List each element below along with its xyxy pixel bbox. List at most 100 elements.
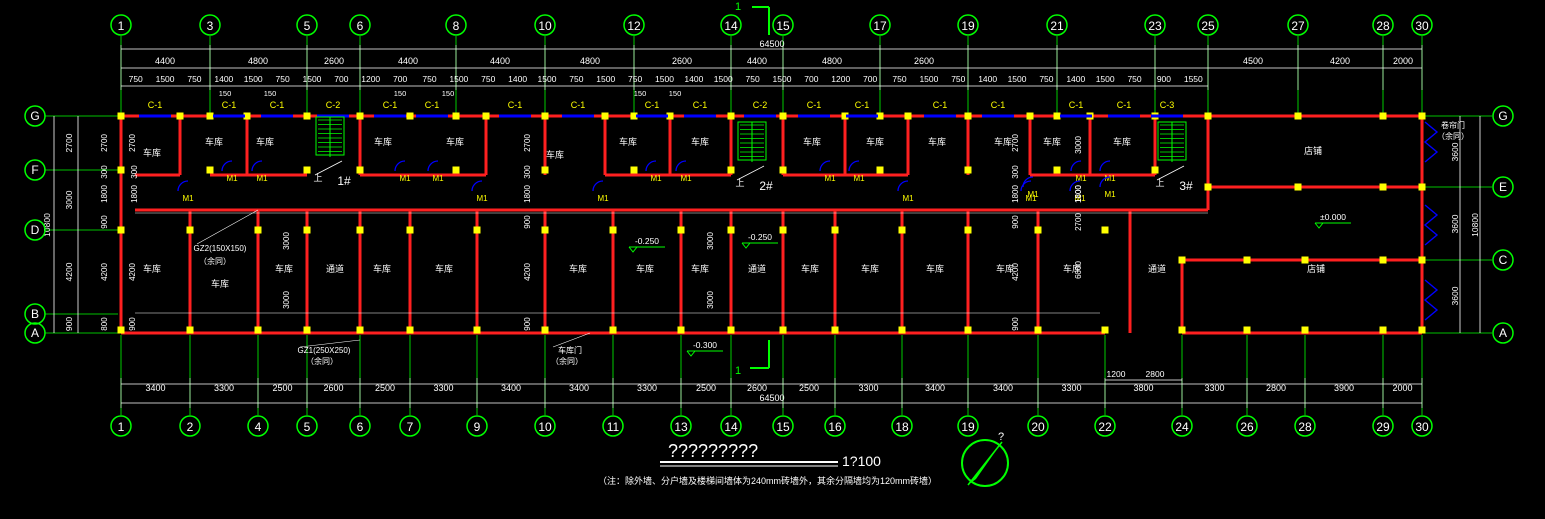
column-square: [541, 226, 549, 234]
dim-top-detail: 750: [187, 74, 201, 84]
column-square: [1151, 166, 1159, 174]
plan-title: ?????????: [668, 441, 758, 461]
door-label: M1: [226, 174, 238, 183]
inner-dim-label: 4200: [128, 263, 137, 281]
window-label: C-1: [425, 100, 440, 110]
axis-bubble-left: [24, 219, 46, 241]
dim-bottom-extra: 1200: [1107, 369, 1126, 379]
inner-dim-label: 300: [523, 165, 532, 179]
column-square: [779, 112, 787, 120]
room-label-garage: 车库: [803, 136, 821, 147]
axis-bubble-top: [1372, 14, 1394, 36]
door-label: M1: [432, 174, 444, 183]
axis-bubble-bottom: [772, 415, 794, 437]
dim-top-detail: 1200: [361, 74, 380, 84]
axis-label-bottom: 28: [1298, 420, 1312, 434]
inner-dim-label: 3000: [706, 232, 715, 250]
dim-right: 3600: [1450, 214, 1460, 233]
column-square: [452, 112, 460, 120]
column-square: [1101, 226, 1109, 234]
column-square: [904, 112, 912, 120]
stair-group: 1#上: [313, 116, 351, 188]
axis-label-bottom: 30: [1415, 420, 1429, 434]
column-square: [1026, 112, 1034, 120]
window-label: C-2: [326, 100, 341, 110]
dim-left: 2700: [64, 133, 74, 152]
axis-label-top: 27: [1291, 19, 1305, 33]
door-label: M1: [1074, 194, 1086, 203]
dim-top-detail: 900: [1157, 74, 1171, 84]
axis-bubble-bottom: [247, 415, 269, 437]
axis-label-bottom: 16: [828, 420, 842, 434]
inner-dim-label: 300: [1011, 165, 1020, 179]
inner-dim-label: 4200: [1011, 263, 1020, 281]
door-label: M1: [853, 174, 865, 183]
dim-top-main: 2600: [914, 56, 934, 66]
axis-bubble-bottom: [670, 415, 692, 437]
dim-top-detail: 1500: [302, 74, 321, 84]
room-label-passage: 通道: [748, 263, 766, 274]
room-label-passage: 通道: [326, 263, 344, 274]
dim-bottom-main: 3400: [925, 383, 945, 393]
inner-dim-label: 3000: [282, 291, 291, 309]
dim-bottom-main: 3300: [637, 383, 657, 393]
axis-label-bottom: 6: [357, 420, 364, 434]
door-swing-arc: [251, 160, 263, 172]
column-square: [1204, 183, 1212, 191]
axis-bubble-top: [720, 14, 742, 36]
dim-top-detail: 1500: [714, 74, 733, 84]
axis-label-top: 3: [207, 19, 214, 33]
room-label-garage: 车库: [866, 136, 884, 147]
inner-dim-label: 2700: [128, 134, 137, 152]
north-arrow-icon: ?: [961, 431, 1009, 487]
axis-label-top: 19: [961, 19, 975, 33]
column-square: [254, 326, 262, 334]
axis-bubble-top: [772, 14, 794, 36]
axis-label-left: D: [31, 223, 40, 237]
axis-bubble-bottom: [957, 415, 979, 437]
dim-bottom-main: 3400: [569, 383, 589, 393]
dim-bottom-main: 3900: [1334, 383, 1354, 393]
level-label: -0.300: [693, 340, 717, 350]
room-label-garage: 车库: [636, 263, 654, 274]
axis-bubble-top: [1197, 14, 1219, 36]
label-shop-door: 卷帘门: [1441, 120, 1465, 130]
column-square: [186, 226, 194, 234]
axis-label-bottom: 13: [674, 420, 688, 434]
column-square: [1243, 256, 1251, 264]
window-label: C-1: [807, 100, 822, 110]
column-square: [727, 326, 735, 334]
room-label-garage: 车库: [435, 263, 453, 274]
room-label-shop: 店铺: [1307, 263, 1325, 274]
axis-bubble-top: [534, 14, 556, 36]
door-label: M1: [1104, 190, 1116, 199]
door-swing-arc: [394, 160, 406, 172]
column-square: [831, 326, 839, 334]
door-label: M1: [824, 174, 836, 183]
door-label: M1: [476, 194, 488, 203]
level-marker: [628, 246, 665, 253]
column-square: [303, 166, 311, 174]
column-square: [727, 226, 735, 234]
axis-label-right: G: [1498, 109, 1507, 123]
dim-top-detail: 700: [863, 74, 877, 84]
column-square: [1418, 183, 1426, 191]
door-swing-arc: [848, 160, 860, 172]
column-square: [630, 166, 638, 174]
column-square: [609, 226, 617, 234]
dim-left-inner: 2700: [100, 134, 109, 152]
room-label-garage: 车库: [143, 147, 161, 158]
axis-label-top: 5: [304, 19, 311, 33]
room-label-garage: 车库: [1113, 136, 1131, 147]
room-label-garage: 车库: [801, 263, 819, 274]
axis-bubble-top: [1144, 14, 1166, 36]
room-labels: 车库车库车库车库车库车库车库车库车库车库车库车库车库车库车库车库车库车库车库车库…: [143, 120, 1469, 366]
stair-group: 3#上: [1155, 121, 1193, 193]
dim-bottom-main: 3300: [433, 383, 453, 393]
dim-top-small: 150: [394, 89, 407, 98]
dim-bottom-main: 2500: [696, 383, 716, 393]
axis-label-bottom: 4: [255, 420, 262, 434]
axis-bubble-bottom: [824, 415, 846, 437]
window-label: C-1: [933, 100, 948, 110]
